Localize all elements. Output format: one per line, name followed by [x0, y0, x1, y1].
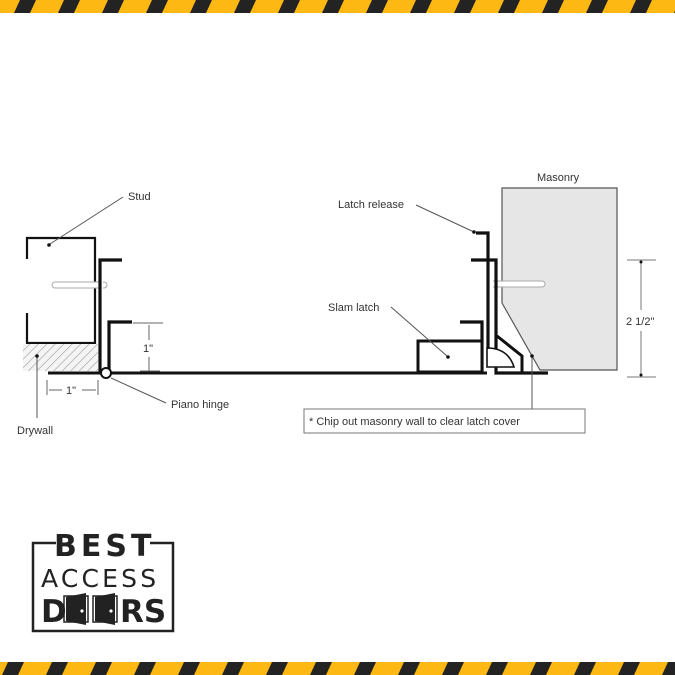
stud-channel — [25, 236, 97, 345]
piano-hinge — [100, 367, 112, 379]
stud-leader-dot — [47, 243, 51, 247]
masonry-label: Masonry — [537, 172, 580, 184]
latch-bolt — [486, 347, 516, 368]
latch-cover — [496, 334, 524, 372]
best-access-doors-logo: BEST ACCESS D RS — [31, 529, 175, 633]
bottom-hazard-stripe — [0, 662, 675, 675]
drywall-leader-dot — [35, 354, 39, 358]
logo-line-rs: RS — [120, 594, 166, 630]
note-text: * Chip out masonry wall to clear latch c… — [309, 416, 520, 428]
double-door-icon — [63, 593, 118, 625]
stud-label: Stud — [128, 191, 151, 203]
dimension-1in-horizontal — [46, 380, 99, 395]
dimension-2-5in-label: 2 1/2" — [626, 316, 654, 328]
latch-release-leader — [415, 204, 475, 233]
note-box — [303, 408, 586, 434]
hazard-stripe-pattern-bottom — [0, 662, 675, 675]
note-leader-dot — [530, 354, 534, 358]
dimension-2-5in — [627, 259, 656, 378]
dim-top-dot — [639, 260, 643, 264]
logo-line-access: ACCESS — [41, 564, 159, 593]
dimension-1in-vertical — [133, 322, 163, 372]
drywall-label: Drywall — [17, 425, 53, 437]
logo-line-best: BEST — [54, 529, 155, 564]
frame-left-flange — [98, 258, 122, 373]
top-hazard-stripe — [0, 0, 675, 13]
slam-latch — [416, 339, 484, 374]
frame-right — [471, 231, 548, 375]
logo-line-d: D — [41, 594, 67, 630]
dim-bottom-dot — [639, 373, 643, 377]
piano-hinge-leader — [110, 377, 167, 404]
latch-release-label: Latch release — [338, 199, 404, 211]
latch-release-leader-dot — [472, 230, 476, 234]
stud-leader — [49, 196, 124, 245]
piano-hinge-label: Piano hinge — [171, 399, 229, 411]
slam-latch-leader — [390, 306, 448, 357]
slam-latch-dot — [446, 355, 450, 359]
dimension-1in-horizontal-label: 1" — [66, 385, 76, 397]
drywall-section — [23, 344, 98, 371]
masonry-wall — [501, 187, 618, 371]
slam-latch-label: Slam latch — [328, 302, 379, 314]
door-panel-left-return — [107, 320, 132, 372]
hazard-stripe-pattern-top — [0, 0, 675, 13]
dimension-1in-vertical-label: 1" — [143, 343, 153, 355]
